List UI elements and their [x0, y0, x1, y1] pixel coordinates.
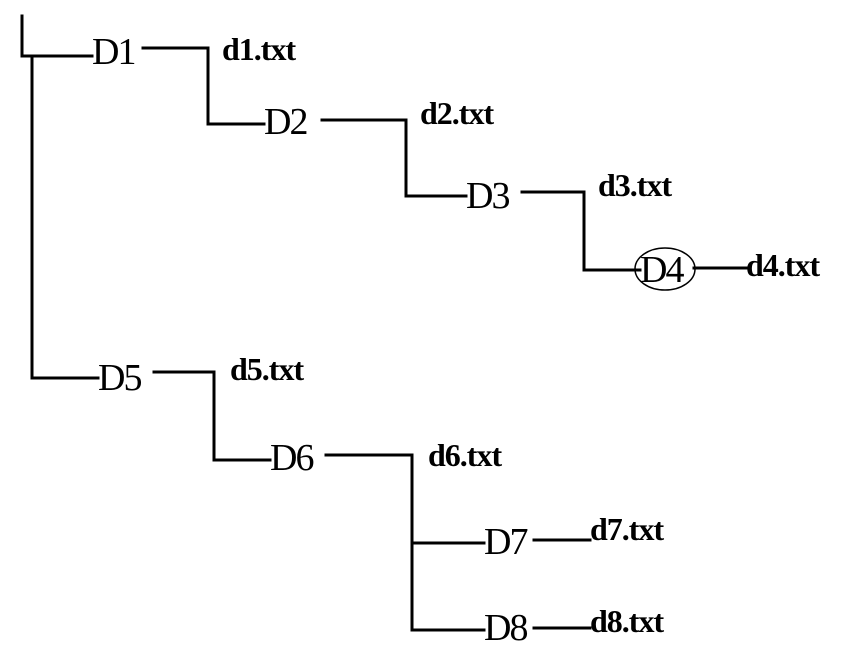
- file-d3-txt: d3.txt: [598, 167, 672, 203]
- edge-d2-to-d3: [404, 118, 468, 198]
- file-labels: d1.txt d2.txt d3.txt d4.txt d5.txt d6.tx…: [222, 31, 821, 639]
- edge-d6-to-d7: [410, 453, 486, 632]
- edge-d3-to-d4: [582, 190, 642, 272]
- file-d5-txt: d5.txt: [230, 351, 304, 387]
- node-d3: D3: [466, 175, 509, 217]
- file-d4-txt: d4.txt: [746, 247, 820, 283]
- highlight-ellipse: [634, 247, 696, 291]
- edge-d1-to-d2: [206, 46, 266, 126]
- directory-nodes: D1 D2 D3 D4 D5 D6 D7 D8: [92, 31, 686, 649]
- node-d1: D1: [92, 31, 134, 73]
- file-d2-txt: d2.txt: [420, 95, 494, 131]
- file-d7-txt: d7.txt: [590, 511, 664, 547]
- node-d6: D6: [270, 437, 313, 479]
- node-d8: D8: [484, 607, 527, 649]
- node-d2: D2: [264, 101, 306, 143]
- file-d1-txt: d1.txt: [222, 31, 296, 67]
- edge-d5-to-d6: [212, 370, 272, 462]
- edge-root-to-d5: [30, 54, 100, 380]
- node-d7: D7: [484, 521, 527, 563]
- node-d5: D5: [98, 357, 141, 399]
- file-d6-txt: d6.txt: [428, 437, 502, 473]
- node-d4: D4: [640, 249, 684, 291]
- tree-edges: [20, 14, 748, 632]
- file-d8-txt: d8.txt: [590, 603, 664, 639]
